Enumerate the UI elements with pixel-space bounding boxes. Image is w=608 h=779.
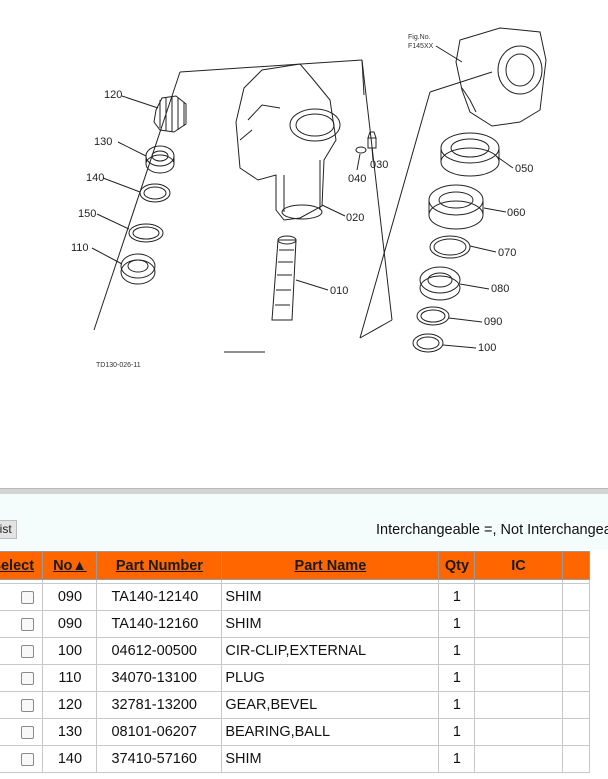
column-header-ic: IC [474, 551, 563, 580]
exploded-view-drawing: 120 130 140 150 110 040 030 020 010 050 … [71, 27, 547, 369]
cell-qty: 1 [438, 691, 476, 719]
cell-extra [561, 745, 590, 773]
callout-060: 060 [507, 207, 525, 219]
row-select-cell [0, 637, 44, 665]
cell-no: 090 [42, 610, 98, 638]
cell-part-name: SHIM [221, 745, 440, 773]
cell-qty: 1 [438, 610, 476, 638]
cell-part-number[interactable]: 32781-13200 [96, 691, 223, 719]
parts-table: Select No▲ Part Number Part Name Qty IC … [0, 551, 590, 773]
cell-part-number[interactable]: 04612-00500 [96, 637, 223, 665]
table-toolbar: list Interchangeable =, Not Interchangea… [0, 494, 608, 550]
cell-qty: 1 [438, 745, 476, 773]
table-header-row: Select No▲ Part Number Part Name Qty IC [0, 551, 590, 580]
row-select-cell [0, 718, 44, 746]
drawing-code: TD130-026-11 [96, 362, 141, 369]
cell-ic [474, 691, 563, 719]
column-header-extra [561, 551, 590, 580]
callout-130: 130 [94, 136, 112, 148]
table-gap-row [0, 579, 590, 584]
cell-ic [474, 664, 563, 692]
cell-no: 110 [42, 664, 98, 692]
cell-no: 120 [42, 691, 98, 719]
callout-050: 050 [515, 163, 533, 175]
row-select-cell [0, 745, 44, 773]
cell-part-number[interactable]: 34070-13100 [96, 664, 223, 692]
cell-part-number[interactable]: TA140-12160 [96, 610, 223, 638]
column-header-part-name[interactable]: Part Name [221, 551, 440, 580]
cell-no: 140 [42, 745, 98, 773]
row-select-checkbox[interactable] [21, 698, 35, 712]
row-select-cell [0, 691, 44, 719]
callout-110: 110 [71, 242, 89, 254]
row-select-cell [0, 583, 44, 611]
row-select-cell [0, 664, 44, 692]
cell-part-number[interactable]: 08101-06207 [96, 718, 223, 746]
cell-part-name: BEARING,BALL [221, 718, 440, 746]
cell-qty: 1 [438, 664, 476, 692]
row-select-checkbox[interactable] [21, 644, 35, 658]
callout-120: 120 [104, 89, 122, 101]
row-select-checkbox[interactable] [21, 752, 35, 766]
cell-ic [474, 583, 563, 611]
cell-no: 100 [42, 637, 98, 665]
row-select-cell [0, 610, 44, 638]
callout-010: 010 [330, 285, 348, 297]
cell-extra [561, 583, 590, 611]
list-button[interactable]: list [0, 520, 17, 539]
cell-no: 090 [42, 583, 98, 611]
callout-020: 020 [346, 212, 364, 224]
cell-part-name: PLUG [221, 664, 440, 692]
cell-part-name: SHIM [221, 583, 440, 611]
callout-070: 070 [498, 247, 516, 259]
row-select-checkbox[interactable] [21, 617, 35, 631]
cell-part-name: CIR-CLIP,EXTERNAL [221, 637, 440, 665]
cell-ic [474, 610, 563, 638]
column-header-part-number[interactable]: Part Number [96, 551, 223, 580]
cell-extra [561, 637, 590, 665]
cell-qty: 1 [438, 583, 476, 611]
callout-030: 030 [370, 159, 388, 171]
callout-150: 150 [78, 208, 96, 220]
row-select-checkbox[interactable] [21, 590, 35, 604]
callout-080: 080 [491, 283, 509, 295]
cell-extra [561, 691, 590, 719]
parts-table-container: Select No▲ Part Number Part Name Qty IC … [0, 551, 608, 779]
callout-100: 100 [478, 342, 496, 354]
callout-090: 090 [484, 316, 502, 328]
cell-qty: 1 [438, 718, 476, 746]
cell-part-name: SHIM [221, 610, 440, 638]
fig-no-value: F145XX [408, 43, 434, 50]
cell-qty: 1 [438, 637, 476, 665]
row-select-checkbox[interactable] [21, 725, 35, 739]
cell-ic [474, 718, 563, 746]
cell-extra [561, 610, 590, 638]
cell-part-number[interactable]: 37410-57160 [96, 745, 223, 773]
column-header-no[interactable]: No▲ [42, 551, 98, 580]
callout-040: 040 [348, 173, 366, 185]
cell-part-number[interactable]: TA140-12140 [96, 583, 223, 611]
column-header-select[interactable]: Select [0, 551, 44, 580]
fig-no-label: Fig.No. [408, 34, 431, 41]
cell-extra [561, 718, 590, 746]
interchangeable-legend: Interchangeable =, Not Interchangeable [376, 522, 608, 538]
cell-no: 130 [42, 718, 98, 746]
cell-extra [561, 664, 590, 692]
cell-ic [474, 637, 563, 665]
cell-part-name: GEAR,BEVEL [221, 691, 440, 719]
row-select-checkbox[interactable] [21, 671, 35, 685]
cell-ic [474, 745, 563, 773]
parts-diagram: 120 130 140 150 110 040 030 020 010 050 … [71, 27, 547, 369]
callout-140: 140 [86, 172, 104, 184]
column-header-qty: Qty [438, 551, 476, 580]
